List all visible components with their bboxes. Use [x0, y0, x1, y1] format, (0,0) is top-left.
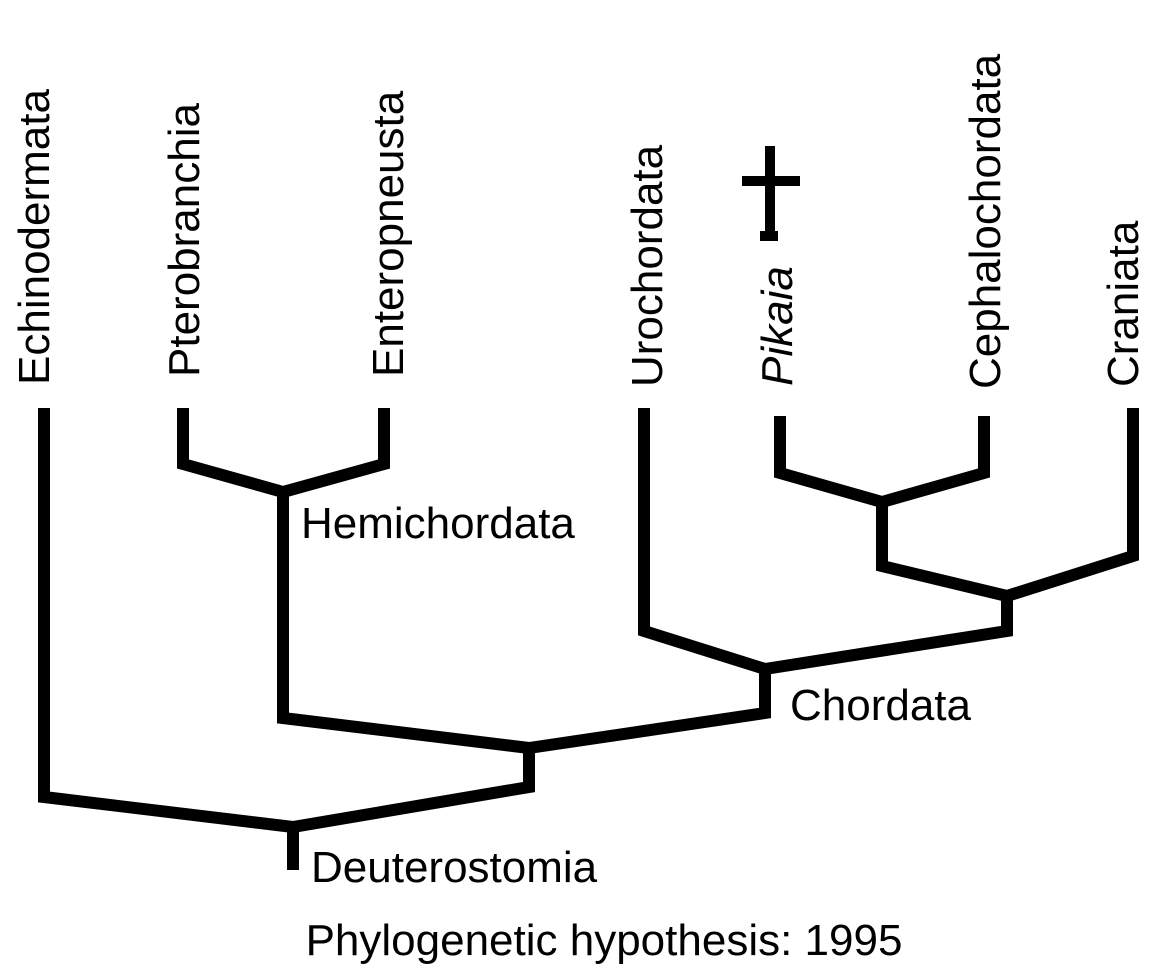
- branch-cephalochordata-stem: [876, 502, 1009, 602]
- taxon-label-enteropneusta: Enteropneusta: [364, 90, 413, 377]
- branch-craniata: [1005, 408, 1139, 602]
- branch-hemichordata-stem: [277, 492, 530, 754]
- branch-deuterostomia-ambulacraria: [291, 748, 535, 833]
- branch-chordata-crown: [764, 596, 1013, 675]
- diagram-caption: Phylogenetic hypothesis: 1995: [306, 916, 903, 965]
- taxon-label-craniata: Craniata: [1099, 220, 1148, 387]
- clade-label-deuterostomia: Deuterostomia: [311, 843, 598, 892]
- dagger-icon: [742, 146, 800, 241]
- taxon-label-cephalochordata: Cephalochordata: [961, 53, 1010, 389]
- taxon-label-echinodermata: Echinodermata: [10, 89, 59, 385]
- branch-hemichordata-pterobranchia: [177, 408, 390, 499]
- clade-label-chordata: Chordata: [790, 681, 972, 730]
- taxon-label-pikaia: Pikaia: [753, 266, 802, 386]
- branch-chordata-stem: [528, 669, 771, 754]
- taxon-label-pterobranchia: Pterobranchia: [160, 103, 209, 377]
- branch-urochordata: [638, 408, 767, 675]
- taxon-label-urochordata: Urochordata: [623, 144, 672, 387]
- clade-label-hemichordata: Hemichordata: [301, 499, 575, 548]
- branch-echinodermata: [38, 408, 294, 833]
- branch-pikaia-cephalochordata: [774, 416, 990, 509]
